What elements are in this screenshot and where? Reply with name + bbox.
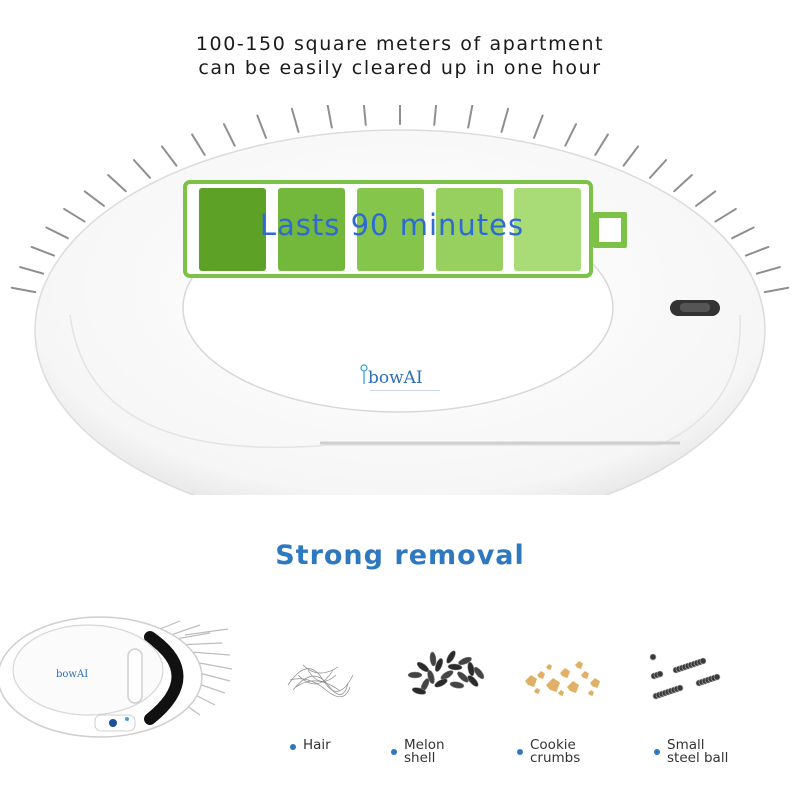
section-title: Strong removal — [275, 540, 525, 571]
debris-label-melon-shell: Melon shell — [391, 737, 445, 766]
debris-label-line: shell — [404, 750, 436, 766]
battery-cell — [278, 188, 345, 271]
debris-label-hair: Hair — [290, 737, 331, 753]
robot-vacuum-illustration — [10, 105, 790, 495]
headline-line-1: 100-150 square meters of apartment — [195, 33, 605, 55]
svg-text:bowAI: bowAI — [56, 669, 88, 680]
battery-duration-label: Lasts 90 minutes — [259, 208, 525, 242]
bullet-icon — [517, 749, 523, 755]
battery-cell — [436, 188, 503, 271]
debris-label-line: Hair — [303, 737, 331, 753]
debris-label-line: Cookie — [530, 737, 576, 753]
battery-cells — [183, 180, 629, 278]
brand-logo: bowAI — [356, 360, 456, 400]
debris-label-line: Small — [667, 737, 705, 753]
brand-logo-text: bowAI — [368, 368, 423, 388]
battery-cell — [357, 188, 424, 271]
robot-vacuum-side-illustration: bowAI — [0, 616, 233, 738]
bullet-icon — [654, 749, 660, 755]
cookie-crumbs-image — [525, 661, 600, 696]
steel-ball-image — [649, 653, 721, 700]
debris-label-line: crumbs — [530, 750, 581, 766]
bullet-icon — [290, 744, 296, 750]
battery-cell — [514, 188, 581, 271]
headline: 100-150 square meters of apartment can b… — [0, 32, 800, 80]
debris-label-steel-ball: Small steel ball — [654, 737, 729, 766]
debris-label-cookie-crumbs: Cookie crumbs — [517, 737, 581, 766]
debris-label-line: Melon — [404, 737, 445, 753]
battery-cell — [199, 188, 266, 271]
debris-label-line: steel ball — [667, 750, 729, 766]
headline-line-2: can be easily cleared up in one hour — [198, 57, 602, 79]
melon-shell-image — [407, 650, 485, 695]
hair-image — [287, 664, 354, 698]
bullet-icon — [391, 749, 397, 755]
